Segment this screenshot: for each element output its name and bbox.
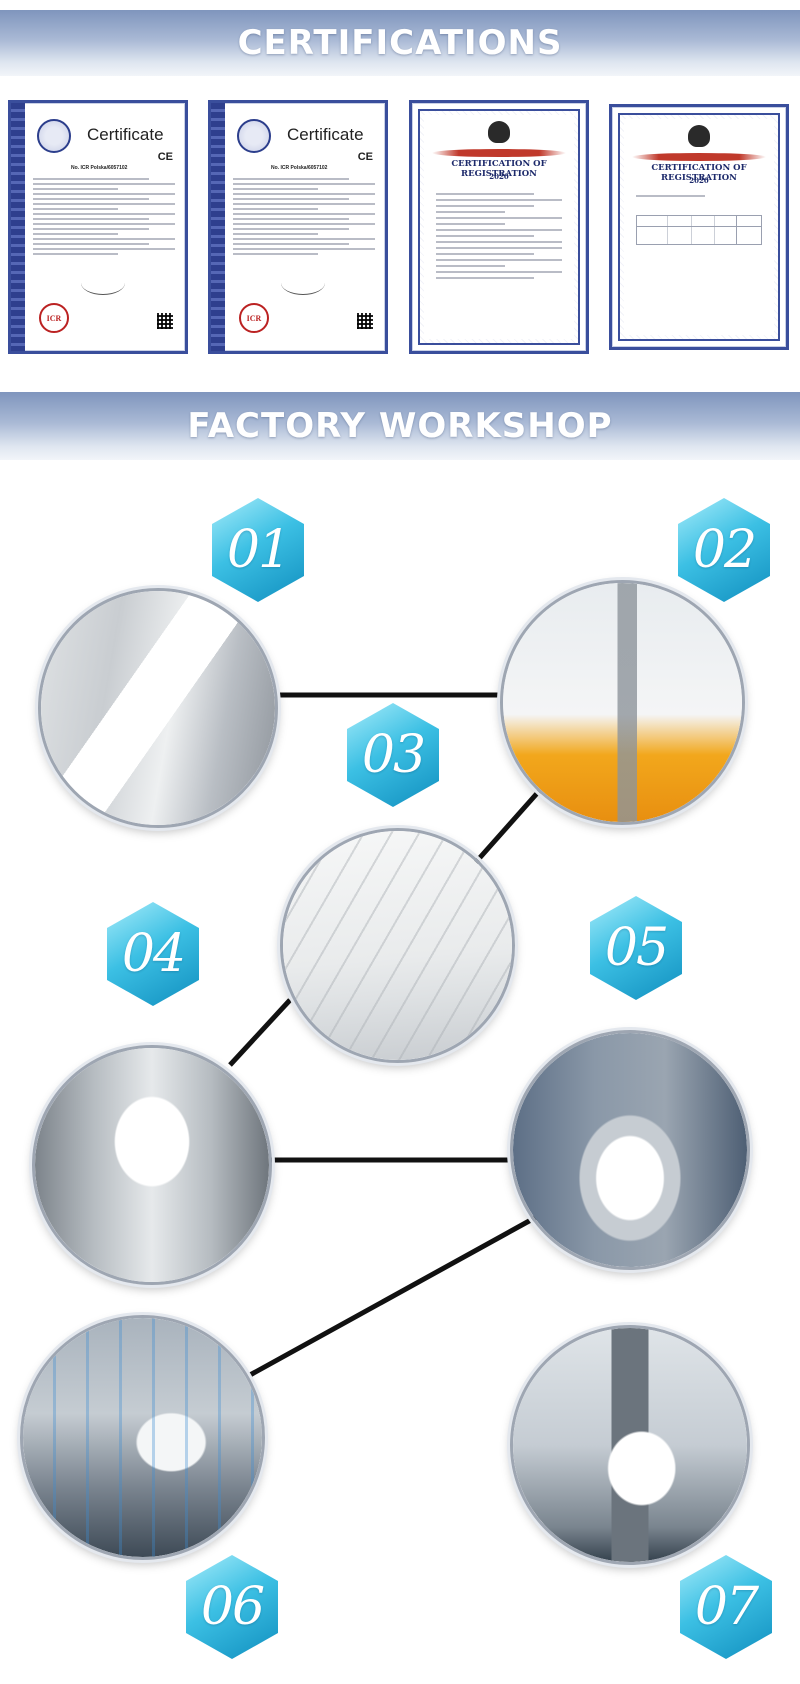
ce-mark: CE [357,151,373,163]
factory-workshop-title: FACTORY WORKSHOP [187,406,613,446]
certifications-banner: CERTIFICATIONS [0,10,800,76]
icr-seal: ICR [239,303,269,333]
certificate-border-stripe [11,103,25,351]
certificate-body-text [636,191,762,201]
step-badge-07: 07 [680,1555,772,1659]
icr-logo-icon [37,119,71,153]
workshop-photo-01 [38,588,278,828]
step-number: 06 [200,1577,265,1637]
certificate-heading: Certificate [287,125,364,144]
certificate-ce-2: Certificate CE No. ICR Polska/6057102 IC… [208,100,388,354]
device-listing-table [636,215,762,245]
certificate-heading: Certificate [87,125,164,144]
ribbon-decoration [632,153,766,161]
certificate-number: No. ICR Polska/6057102 [271,165,328,171]
step-number: 07 [694,1577,759,1637]
eagle-emblem-icon [688,125,710,147]
workshop-photo-06 [20,1315,265,1560]
step-badge-06: 06 [186,1555,278,1659]
icr-logo-icon [237,119,271,153]
eagle-emblem-icon [488,121,510,143]
workshop-photo-02 [500,580,745,825]
workshop-photo-05 [510,1030,750,1270]
certificate-heading: CERTIFICATION OF REGISTRATION [651,163,747,183]
qr-code-icon [157,313,173,329]
signature-mark [281,271,325,295]
certificate-body-text [233,175,375,258]
certificate-heading: CERTIFICATION OF REGISTRATION [451,159,547,179]
connector-03-04 [228,998,292,1067]
workshop-photo-07 [510,1325,750,1565]
certificate-registration-2: CERTIFICATION OF REGISTRATION 2020 [609,104,789,350]
signature-mark [81,271,125,295]
step-number: 04 [121,924,186,984]
step-number: 03 [361,725,426,785]
certificate-ce-1: Certificate CE No. ICR Polska/6057102 IC… [8,100,188,354]
step-number: 05 [604,918,669,978]
step-number: 02 [692,520,757,580]
step-number: 01 [226,520,291,580]
workshop-photo-04 [32,1045,272,1285]
ribbon-decoration [432,149,566,157]
certificate-body-text [33,175,175,258]
icr-seal: ICR [39,303,69,333]
certificate-body-text [436,189,562,283]
certificate-registration-1: CERTIFICATION OF REGISTRATION 2020 [409,100,589,354]
qr-code-icon [357,313,373,329]
certifications-title: CERTIFICATIONS [237,23,563,63]
workshop-photo-03 [280,828,515,1063]
certificate-border-stripe [211,103,225,351]
certificate-year: 2020 [489,172,509,181]
connector-05-06 [248,1212,542,1378]
certificate-number: No. ICR Polska/6057102 [71,165,128,171]
certificate-year: 2020 [689,176,709,185]
factory-workshop-banner: FACTORY WORKSHOP [0,392,800,460]
ce-mark: CE [157,151,173,163]
